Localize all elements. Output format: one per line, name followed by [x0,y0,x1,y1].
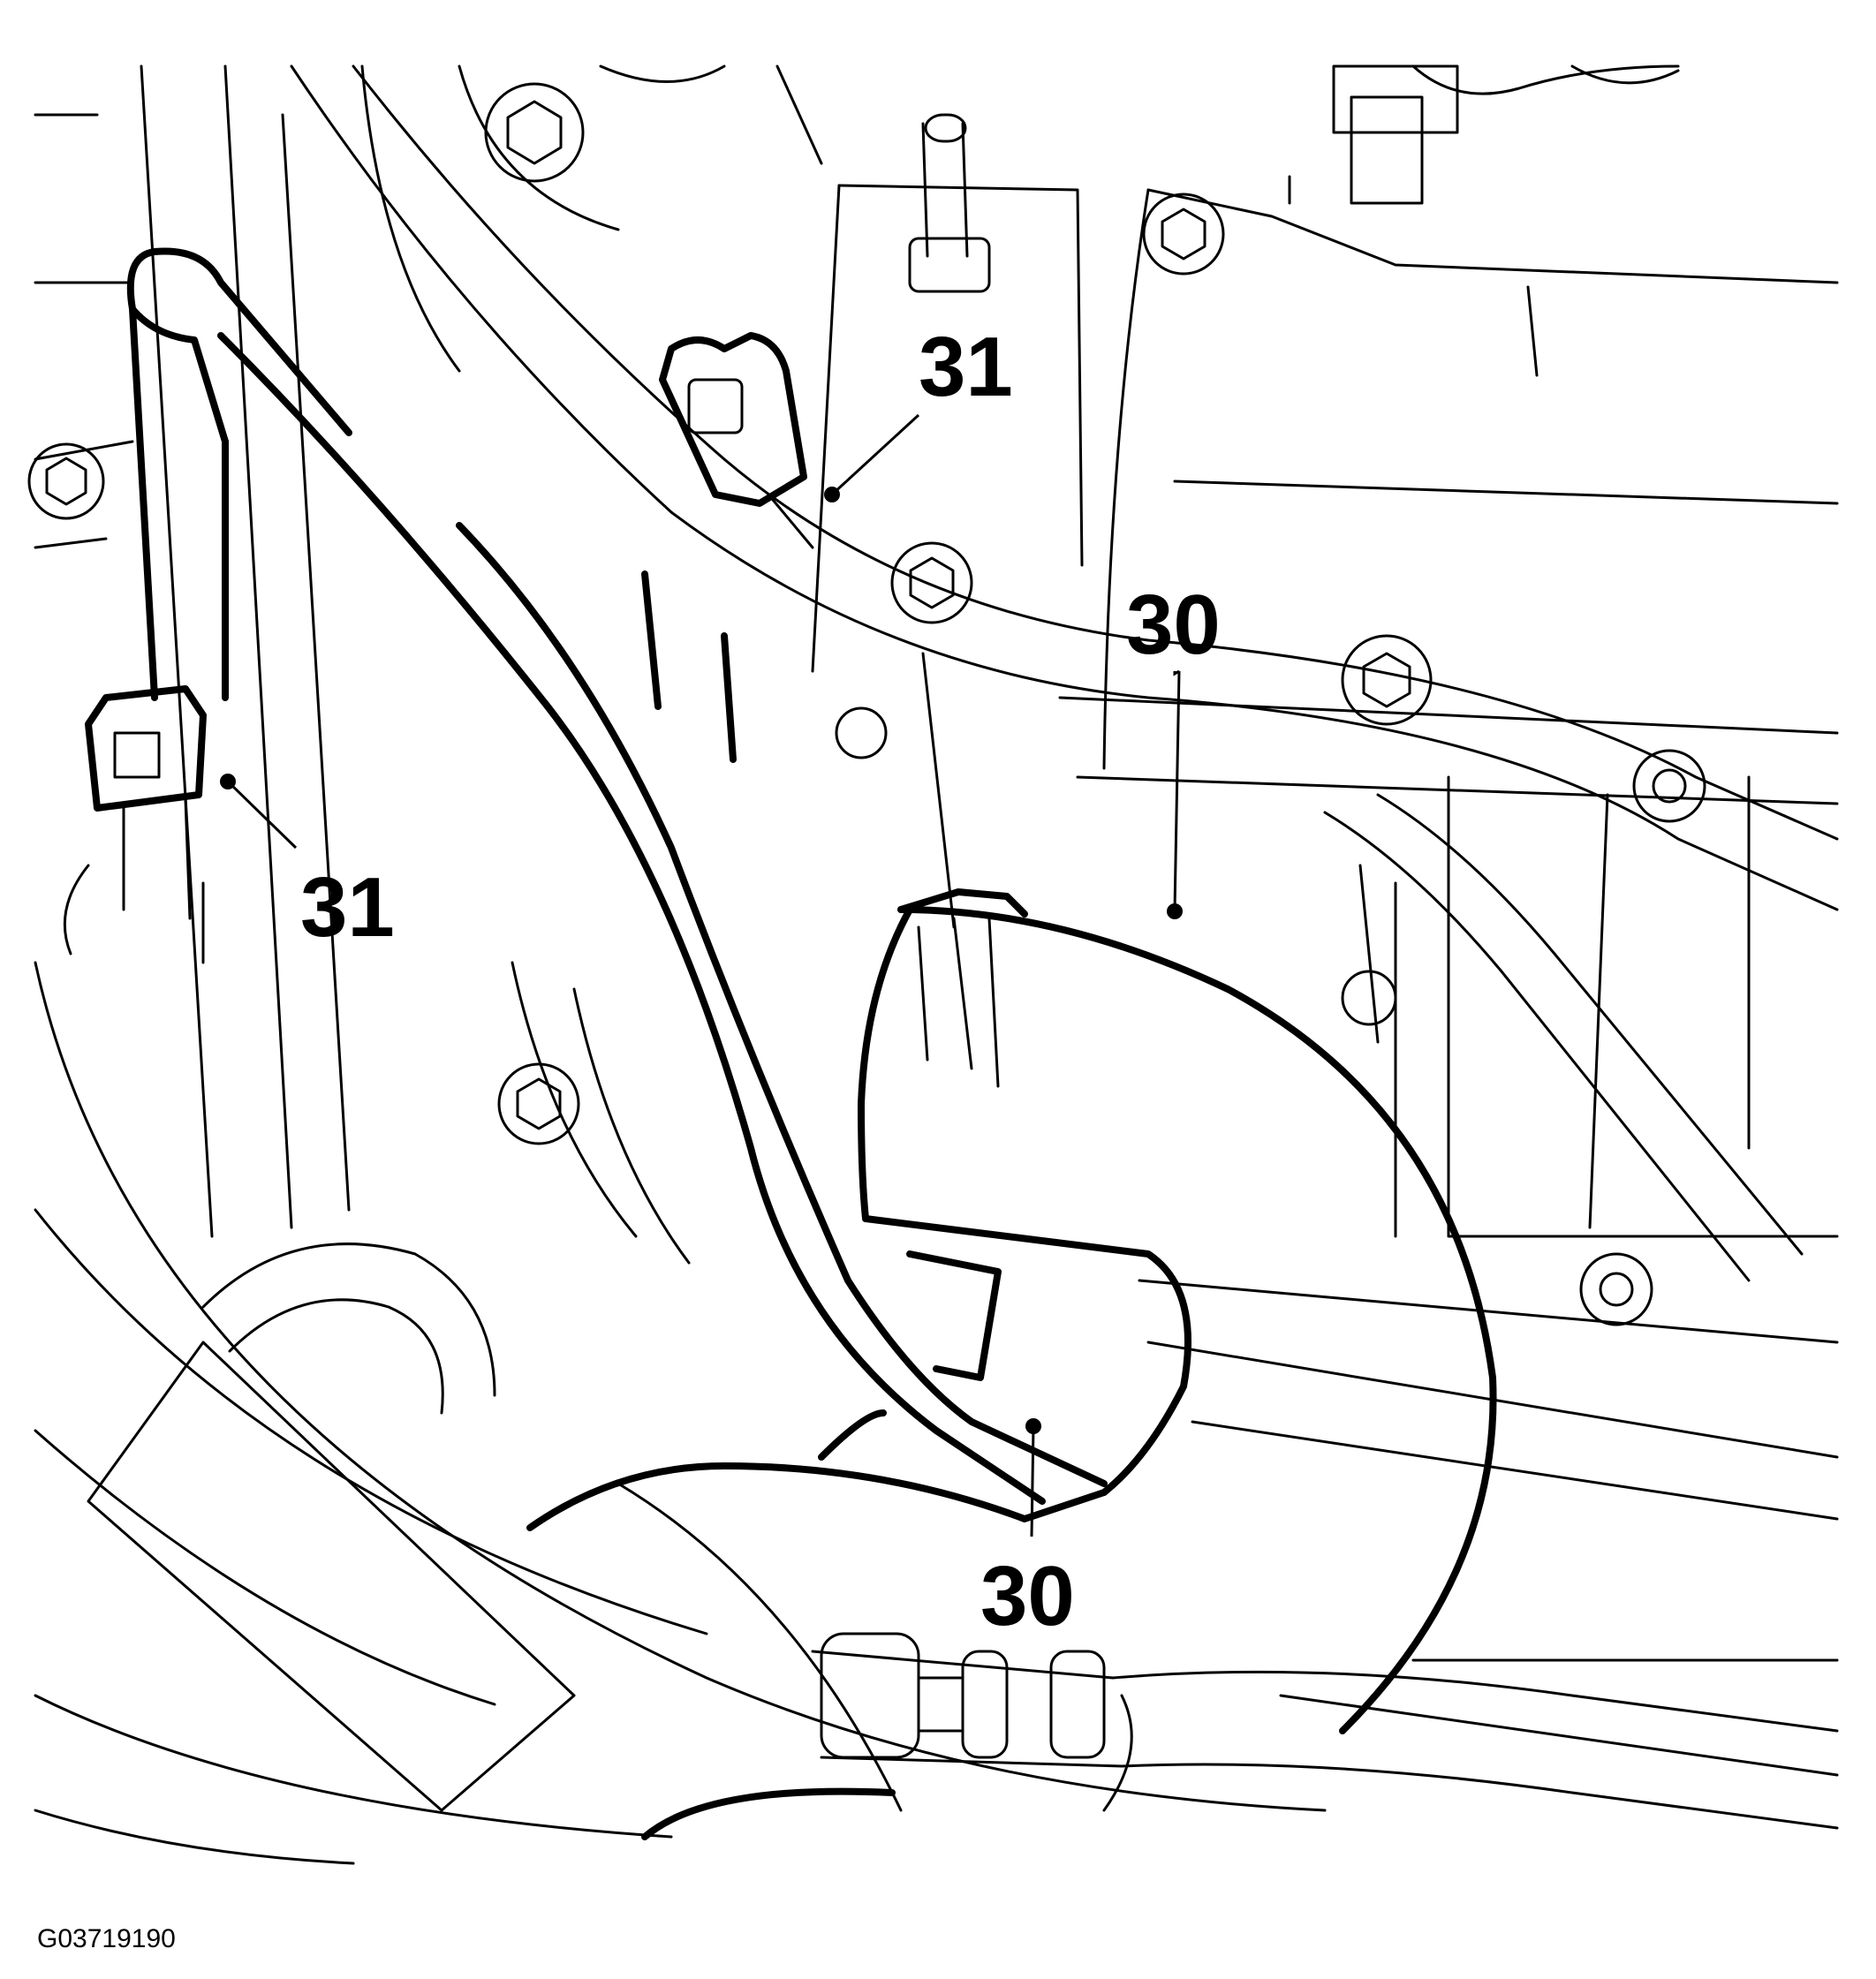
pipe-fitting [820,1632,920,1759]
hose-31-left [126,247,352,701]
threaded-stud [1350,95,1424,205]
torx-screw-icon [1579,1252,1653,1326]
hose-clamp-top [897,888,1028,918]
stud [921,122,969,258]
highlighted-hoses [126,247,1497,1840]
callout-31-left: 31 [300,860,395,955]
bolt-icon [484,82,585,183]
hose-30-elbow [897,906,1497,1734]
bolt-icon [1341,634,1433,726]
bolt-icon [1142,193,1225,276]
bolts [27,64,1706,1326]
bolt-icon [27,442,105,520]
engine-structure [34,64,1839,1865]
connector-icon [85,685,207,812]
bolt-icon [497,1062,580,1145]
bolt-icon [890,541,973,624]
connector-icon [659,332,807,507]
connectors [63,332,814,964]
callout-leaders [220,413,1183,1537]
figure-code: G03719190 [37,1924,176,1953]
callout-30-bottom: 30 [980,1549,1075,1643]
upper-harness-tube [290,64,1839,911]
bolt-icon [1341,970,1397,1026]
bolt-icon [835,706,888,759]
bottom-pipe [811,1632,1839,1830]
callout-31-top: 31 [919,320,1013,414]
torx-screw-icon [1632,749,1706,823]
hose-30-diagonal [217,332,1046,1505]
callout-30-top: 30 [1126,578,1221,672]
right-harness [1323,793,1804,1282]
